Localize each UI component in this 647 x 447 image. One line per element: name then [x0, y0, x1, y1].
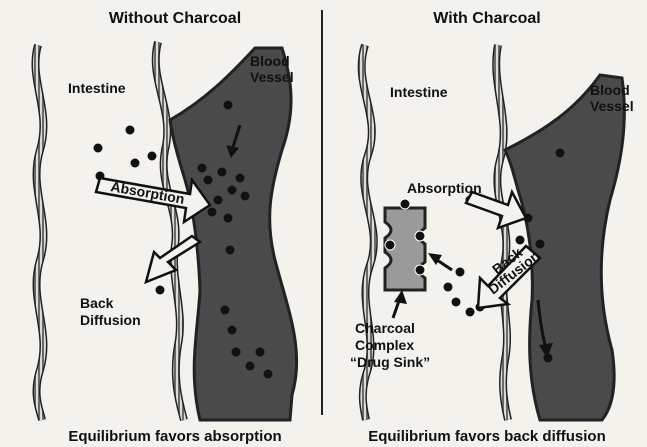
drug-molecule	[241, 192, 250, 201]
drug-molecule	[228, 326, 237, 335]
drug-molecule	[221, 306, 230, 315]
drug-molecule	[208, 208, 217, 217]
drug-molecule	[148, 152, 157, 161]
left-title: Without Charcoal	[109, 10, 241, 27]
drug-molecule	[198, 164, 207, 173]
drug-molecule	[556, 149, 565, 158]
drug-molecule	[131, 159, 140, 168]
drug-molecule	[256, 348, 265, 357]
right-drug-sink-label: “Drug Sink”	[350, 354, 430, 370]
left-intestine-label: Intestine	[68, 80, 126, 96]
left-blood-label: Blood	[250, 53, 290, 69]
drug-molecule	[536, 240, 545, 249]
right-charcoal-label: Charcoal	[355, 320, 415, 336]
right-intestine-label: Intestine	[390, 84, 448, 100]
left-panel: Without Charcoal Intestine Blood Vessel …	[35, 10, 296, 445]
drug-molecule	[226, 246, 235, 255]
adsorbed-molecule	[415, 231, 425, 241]
drug-molecule	[246, 362, 255, 371]
drug-molecule	[516, 236, 525, 245]
left-diffusion-label: Diffusion	[80, 312, 141, 328]
right-vessel-label: Vessel	[590, 98, 634, 114]
right-complex-label: Complex	[355, 337, 414, 353]
left-blood-vessel	[170, 48, 297, 420]
drug-molecule	[236, 174, 245, 183]
drug-molecule	[232, 348, 241, 357]
drug-molecule	[466, 308, 475, 317]
right-title: With Charcoal	[433, 10, 540, 27]
right-caption: Equilibrium favors back diffusion	[368, 428, 606, 445]
left-absorption-label: Absorption	[109, 178, 185, 207]
right-panel: With Charcoal Intestine Blood Vessel Abs…	[350, 10, 634, 445]
left-back-label: Back	[80, 295, 114, 311]
drug-molecule	[94, 144, 103, 153]
right-blood-label: Blood	[590, 82, 630, 98]
drug-molecule	[264, 370, 273, 379]
drug-molecule	[456, 268, 465, 277]
adsorbed-molecule	[400, 199, 410, 209]
drug-molecule	[218, 168, 227, 177]
drug-molecule	[444, 283, 453, 292]
adsorbed-molecule	[385, 240, 395, 250]
adsorbed-molecule	[415, 265, 425, 275]
drug-molecule	[224, 101, 233, 110]
left-vessel-label: Vessel	[250, 69, 294, 85]
drug-molecule	[452, 298, 461, 307]
drug-molecule	[156, 286, 165, 295]
drug-molecule	[214, 196, 223, 205]
left-caption: Equilibrium favors absorption	[68, 428, 281, 445]
drug-molecule	[224, 214, 233, 223]
drug-molecule	[204, 176, 213, 185]
drug-molecule	[126, 126, 135, 135]
drug-molecule	[228, 186, 237, 195]
right-absorption-label: Absorption	[407, 180, 482, 196]
